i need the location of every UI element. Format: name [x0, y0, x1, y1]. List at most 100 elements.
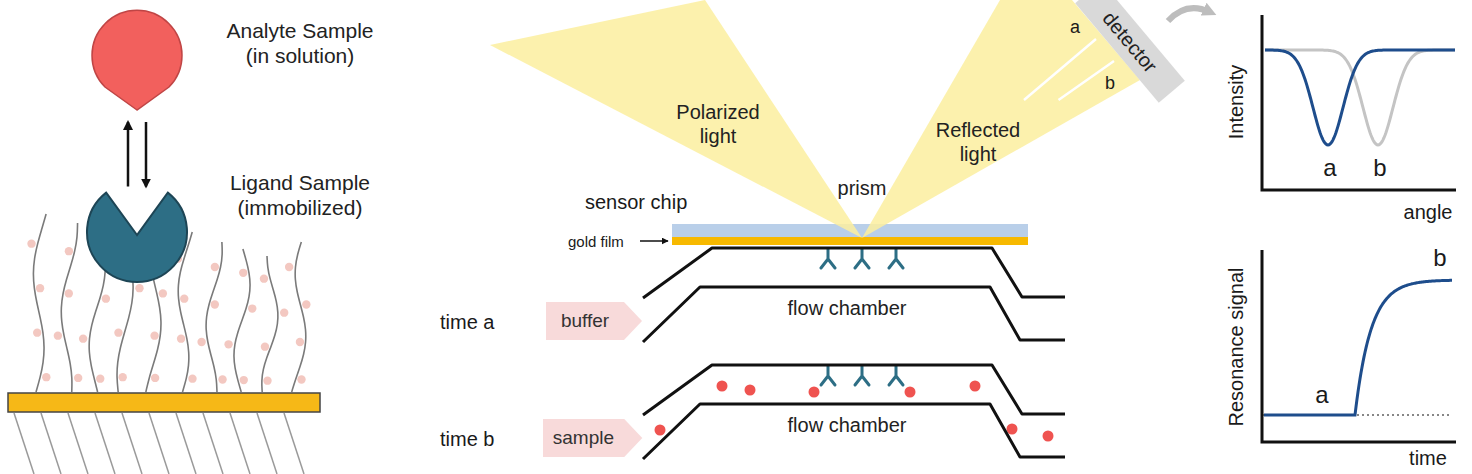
analyte-drop: Analyte Sample (in solution): [88, 10, 408, 114]
antibody-symbol: [889, 249, 903, 268]
node-label: Analyte Sample (in solution): [215, 18, 385, 68]
matrix-dot: [239, 269, 247, 277]
matrix-dot: [102, 294, 110, 302]
flow-arrow-shape: [546, 302, 642, 340]
matrix-dot: [36, 284, 44, 292]
antibody-symbol: [855, 366, 869, 385]
curve-label: a: [1323, 154, 1336, 183]
analyte-dot: [745, 385, 756, 396]
substrate-line: [95, 413, 115, 474]
matrix-dot: [297, 375, 305, 383]
substrate-line: [41, 413, 61, 474]
curve-label: a: [1315, 381, 1328, 410]
axis-title: Intensity: [1224, 65, 1248, 139]
node-label: Ligand Sample (immobilized): [215, 170, 385, 220]
substrate-line: [122, 413, 142, 474]
analyte-dot: [970, 381, 981, 392]
matrix-dot: [159, 289, 167, 297]
drop-shape: [92, 10, 182, 110]
chamber-walls: [643, 365, 1065, 459]
reflected-light-beam: Reflected light: [855, 0, 1145, 245]
axis-title: time: [1409, 446, 1447, 470]
analyte-dot: [1043, 431, 1054, 442]
node-label: sample: [543, 419, 624, 457]
matrix-dot: [96, 374, 104, 382]
matrix-dot: [27, 239, 35, 247]
chart-axes: [1262, 250, 1456, 442]
gold-surface: [8, 393, 320, 412]
matrix-dot: [261, 342, 269, 350]
substrate-line: [176, 413, 196, 474]
matrix-dot: [65, 247, 73, 255]
matrix-dot: [224, 340, 232, 348]
matrix-dot: [211, 300, 219, 308]
matrix-dot: [135, 284, 143, 292]
node-label: Reflected light: [923, 118, 1033, 166]
gold-film: [672, 237, 1028, 245]
polymer-strand: [292, 242, 306, 392]
matrix-dot: [114, 328, 122, 336]
curve-label: b: [1433, 244, 1446, 273]
analyte-dot: [809, 387, 820, 398]
light-beam: [490, 0, 862, 238]
matrix-dot: [177, 334, 185, 342]
illustration-details: [14, 50, 1455, 474]
flow-arrow-shape: [543, 419, 642, 457]
matrix-dot: [263, 376, 271, 384]
ligand-receptor: Ligand Sample (immobilized): [84, 165, 414, 290]
matrix-dot: [150, 331, 158, 339]
curve-label: b: [1373, 154, 1386, 183]
antibody-symbol: [821, 366, 835, 385]
substrate-line: [14, 413, 34, 474]
light-ray: [1024, 39, 1114, 100]
matrix-dot: [280, 308, 288, 316]
sensorgram-curve: [1264, 280, 1452, 415]
matrix-dot: [218, 375, 226, 383]
node-shape: [640, 244, 1070, 346]
analyte-dot: [905, 387, 916, 398]
time-label: time b: [440, 427, 494, 451]
matrix-dot: [118, 373, 126, 381]
ray-label: a: [1070, 17, 1080, 39]
time-label: time a: [440, 310, 494, 334]
substrate-line: [257, 413, 277, 474]
matrix-dot: [260, 274, 268, 282]
node-shape: [640, 361, 1070, 463]
analyte-dot: [717, 381, 728, 392]
polymer-strand: [33, 214, 46, 392]
axis-title: Resonance signal: [1224, 268, 1248, 427]
matrix-dot: [285, 263, 293, 271]
substrate-line: [149, 413, 169, 474]
matrix-dot: [42, 373, 50, 381]
matrix-dot: [188, 374, 196, 382]
chart-axes: [1262, 15, 1456, 190]
matrix-dot: [74, 374, 82, 382]
antibody-symbol: [855, 249, 869, 268]
part-label: sensor chip: [585, 190, 687, 214]
substrate-line: [230, 413, 250, 474]
leader-arrow: [640, 240, 668, 242]
matrix-dot: [180, 294, 188, 302]
matrix-dot: [248, 304, 256, 312]
matrix-dot: [54, 331, 62, 339]
matrix-dot: [302, 300, 310, 308]
matrix-dot: [240, 376, 248, 384]
node-label: flow chamber: [697, 413, 997, 437]
analyte-dot: [1007, 424, 1018, 435]
light-beam: [862, 0, 1140, 238]
substrate-line: [284, 413, 304, 474]
substrate-line: [68, 413, 88, 474]
antibody-symbol: [889, 366, 903, 385]
node-label: Polarized light: [663, 100, 773, 148]
equilibrium-arrow: [128, 122, 146, 187]
node-label: flow chamber: [697, 296, 997, 320]
matrix-dot: [211, 263, 219, 271]
polymer-strand: [234, 249, 250, 392]
matrix-dot: [65, 289, 73, 297]
spectrum-curve: [1265, 50, 1455, 145]
axis-title: angle: [1404, 200, 1453, 224]
polymer-strand: [206, 242, 222, 392]
node-label: buffer: [546, 302, 624, 340]
matrix-dot: [296, 338, 304, 346]
node-label: prism: [802, 176, 922, 200]
